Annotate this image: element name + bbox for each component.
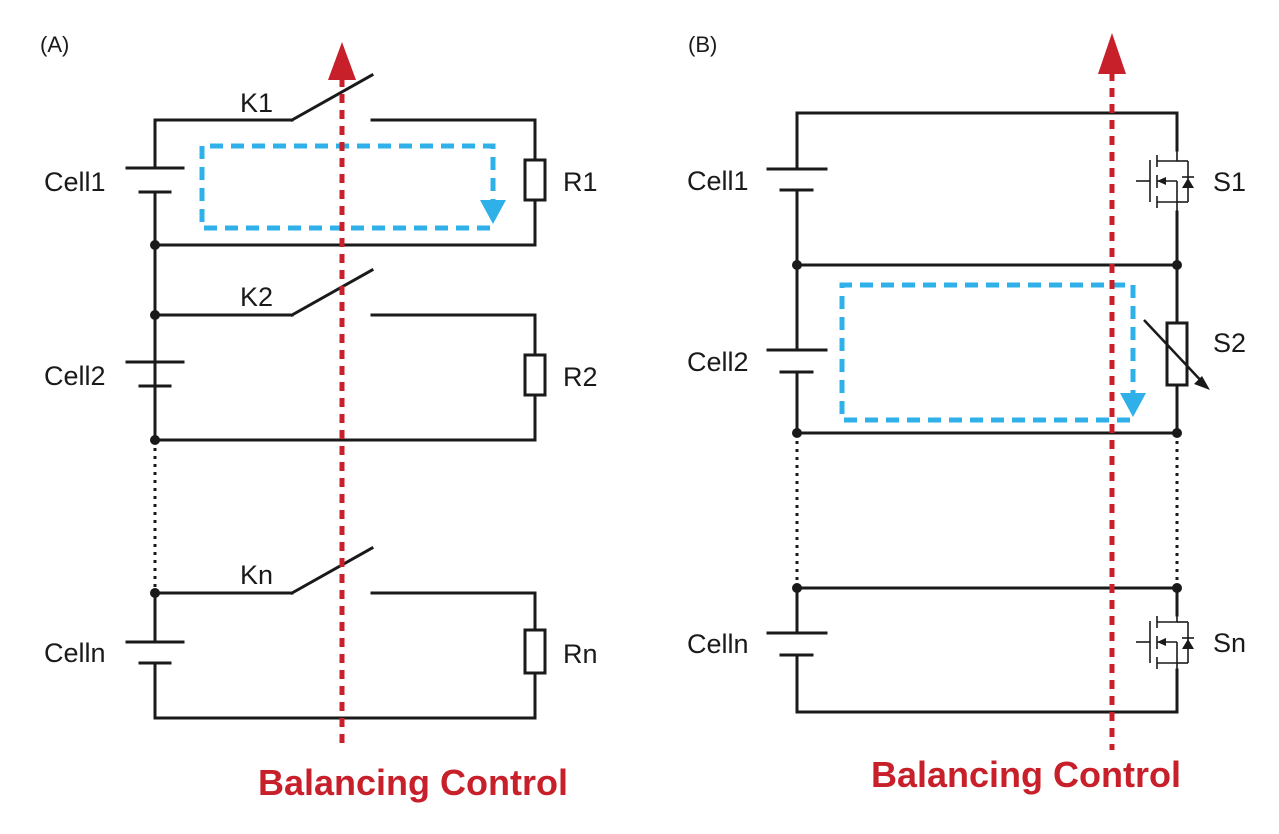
panel-b-mosfet-sn-icon [1136,615,1194,670]
panel-b-current-arrow-icon [1120,393,1146,417]
panel-a: (A) [40,32,598,803]
panel-a-resistor-r2-icon [523,353,547,397]
panel-b-label: (B) [688,32,717,57]
panel-a-cell2-label: Cell2 [44,361,106,391]
panel-a-kn-label: Kn [240,560,273,590]
panel-a-k1-label: K1 [240,88,273,118]
panel-a-balancing-control-label: Balancing Control [258,762,568,803]
panel-a-celln-battery-icon [125,640,185,665]
panel-b-cell1-label: Cell1 [687,166,749,196]
panel-b-cell2-battery-icon [766,348,828,374]
panel-a-switch-k2-icon [289,267,375,318]
panel-b: (B) [687,32,1246,795]
panel-b-cell1-battery-icon [766,167,828,192]
panel-b-s1-label: S1 [1213,167,1246,197]
panel-b-variable-resistor-s2-icon [1143,319,1210,390]
panel-a-resistor-rn-icon [523,628,547,675]
panel-a-current-path [199,143,496,231]
panel-a-r1-label: R1 [563,167,598,197]
panel-a-resistor-r1-icon [523,158,547,202]
panel-b-control-arrow-icon [1098,33,1126,74]
panel-a-label: (A) [40,32,69,57]
panel-a-k2-label: K2 [240,282,273,312]
panel-a-control-arrow-icon [328,42,356,80]
panel-b-balancing-control-label: Balancing Control [871,754,1181,795]
panel-b-wiring [792,111,1182,714]
panel-b-celln-battery-icon [766,631,828,657]
panel-a-r2-label: R2 [563,362,598,392]
panel-b-cell2-label: Cell2 [687,347,749,377]
panel-b-current-path [839,282,1136,423]
panel-a-current-arrow-icon [480,200,506,224]
panel-b-sn-label: Sn [1213,628,1246,658]
panel-b-s2-label: S2 [1213,328,1246,358]
panel-a-cell2-battery-icon [125,360,185,388]
panel-a-cell1-label: Cell1 [44,167,106,197]
panel-a-celln-label: Celln [44,638,106,668]
panel-a-switch-k1-icon [289,72,375,123]
panel-b-mosfet-s1-icon [1136,150,1194,212]
panel-a-wiring [150,118,537,720]
panel-a-cell1-battery-icon [125,166,185,194]
panel-b-celln-label: Celln [687,629,749,659]
panel-a-rn-label: Rn [563,639,598,669]
panel-a-switch-kn-icon [289,545,375,596]
